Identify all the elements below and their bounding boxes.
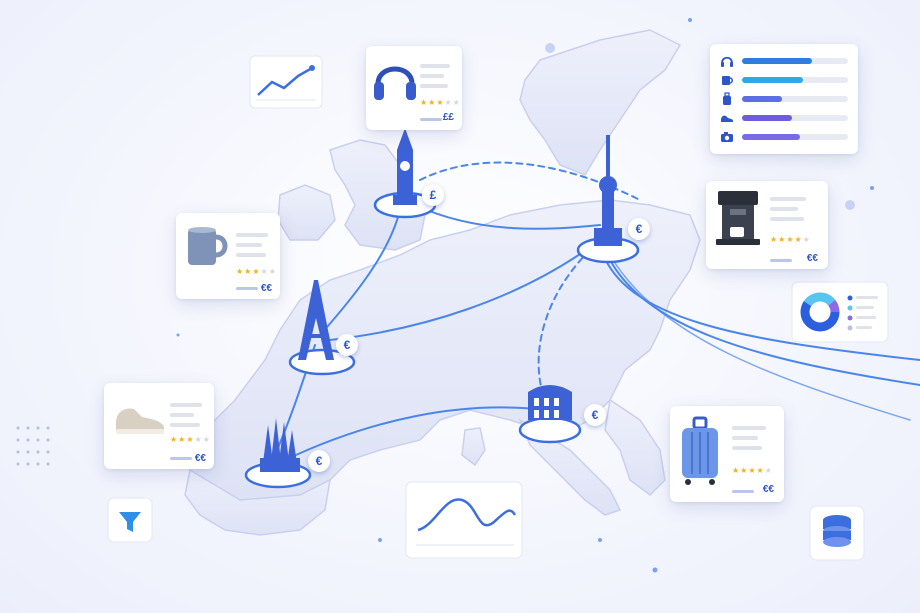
bar-list-row bbox=[720, 54, 848, 68]
headphones-text-lines bbox=[420, 64, 452, 94]
italy bbox=[518, 418, 622, 516]
bar-list-row bbox=[720, 130, 848, 144]
route-berlin-east bbox=[599, 244, 920, 361]
currency-pin-barcelona: € bbox=[308, 450, 330, 472]
suitcase-pill bbox=[732, 490, 754, 493]
database-icon bbox=[823, 515, 851, 547]
mug-icon bbox=[188, 227, 228, 265]
mug-text-lines bbox=[236, 233, 270, 263]
bar-track bbox=[742, 58, 848, 64]
route-berlin-east-3 bbox=[609, 254, 911, 421]
funnel-tile bbox=[107, 497, 153, 543]
headphones-pill bbox=[420, 118, 442, 121]
headphones-price: ££ bbox=[442, 112, 454, 123]
product-card-headphones[interactable]: ★★★★★ ££ bbox=[366, 46, 462, 130]
route-berlin-east-2 bbox=[604, 249, 920, 386]
suitcase-icon bbox=[682, 416, 718, 485]
bar-fill bbox=[742, 96, 783, 102]
sneaker-rating: ★★★★★ bbox=[170, 435, 211, 444]
bar-fill bbox=[742, 134, 801, 140]
headphones-icon bbox=[720, 54, 734, 68]
ireland bbox=[277, 184, 336, 241]
bar-list-row bbox=[720, 73, 848, 87]
sardinia bbox=[461, 427, 486, 467]
coffee-machine-price: €€ bbox=[806, 253, 818, 264]
sneaker-icon bbox=[720, 111, 734, 125]
bar-track bbox=[742, 77, 848, 83]
funnel-icon bbox=[119, 512, 141, 532]
suitcase-text-lines bbox=[732, 426, 774, 456]
suitcase-rating: ★★★★★ bbox=[732, 466, 773, 475]
dot-grid bbox=[16, 426, 50, 466]
routes bbox=[274, 161, 920, 461]
coffee-machine-icon bbox=[716, 191, 760, 245]
bar-list-row bbox=[720, 111, 848, 125]
bar-track bbox=[742, 96, 848, 102]
currency-pin-rome: € bbox=[584, 404, 606, 426]
route-london-paris bbox=[319, 209, 401, 336]
headphones-rating: ★★★★★ bbox=[420, 98, 461, 107]
iberia bbox=[184, 468, 331, 536]
bar-track bbox=[742, 134, 848, 140]
category-bar-list bbox=[710, 44, 858, 154]
berlin-tv-tower-icon bbox=[594, 135, 622, 246]
product-card-mug[interactable]: ★★★★★ €€ bbox=[176, 213, 280, 299]
great-britain bbox=[329, 139, 426, 251]
bar-track bbox=[742, 115, 848, 121]
donut-chart bbox=[791, 281, 889, 343]
database-tile bbox=[809, 505, 865, 561]
wave-chart bbox=[405, 481, 523, 559]
suitcase-price: €€ bbox=[762, 484, 774, 495]
currency-pin-paris: € bbox=[336, 334, 358, 356]
currency-pin-london: £ bbox=[422, 184, 444, 206]
bar-fill bbox=[742, 58, 812, 64]
product-card-sneaker[interactable]: ★★★★★ €€ bbox=[104, 383, 214, 469]
big-ben-icon bbox=[393, 128, 417, 205]
route-london-north-dashed bbox=[419, 161, 641, 201]
route-paris-berlin bbox=[329, 239, 601, 341]
bar-fill bbox=[742, 115, 792, 121]
colosseum-icon bbox=[528, 385, 572, 420]
headphones-icon bbox=[374, 66, 416, 100]
mini-line-chart bbox=[249, 55, 323, 109]
mug-icon bbox=[720, 73, 734, 87]
bar-fill bbox=[742, 77, 804, 83]
suitcase-icon bbox=[720, 92, 734, 106]
eiffel-tower-icon bbox=[298, 280, 334, 360]
coffee-machine-pill bbox=[770, 259, 792, 262]
sneaker-price: €€ bbox=[194, 453, 206, 464]
route-barcelona-rome bbox=[284, 406, 546, 461]
sneaker-pill bbox=[170, 457, 192, 460]
mug-price: €€ bbox=[260, 283, 272, 294]
currency-pin-berlin: € bbox=[628, 218, 650, 240]
camera-icon bbox=[720, 130, 734, 144]
coffee-machine-text-lines bbox=[770, 197, 818, 227]
coffee-machine-rating: ★★★★★ bbox=[770, 235, 811, 244]
mug-rating: ★★★★★ bbox=[236, 267, 277, 276]
product-card-coffee-machine[interactable]: ★★★★★ €€ bbox=[706, 181, 828, 269]
scandinavia bbox=[519, 29, 682, 176]
product-card-suitcase[interactable]: ★★★★★ €€ bbox=[670, 406, 784, 502]
route-london-berlin bbox=[414, 204, 601, 230]
balkans bbox=[604, 398, 666, 496]
sneaker-text-lines bbox=[170, 403, 204, 433]
sneaker-icon bbox=[116, 408, 164, 434]
mug-pill bbox=[236, 287, 258, 290]
sagrada-familia-icon bbox=[260, 418, 300, 472]
route-berlin-rome-dashed bbox=[537, 249, 591, 401]
bar-list-row bbox=[720, 92, 848, 106]
